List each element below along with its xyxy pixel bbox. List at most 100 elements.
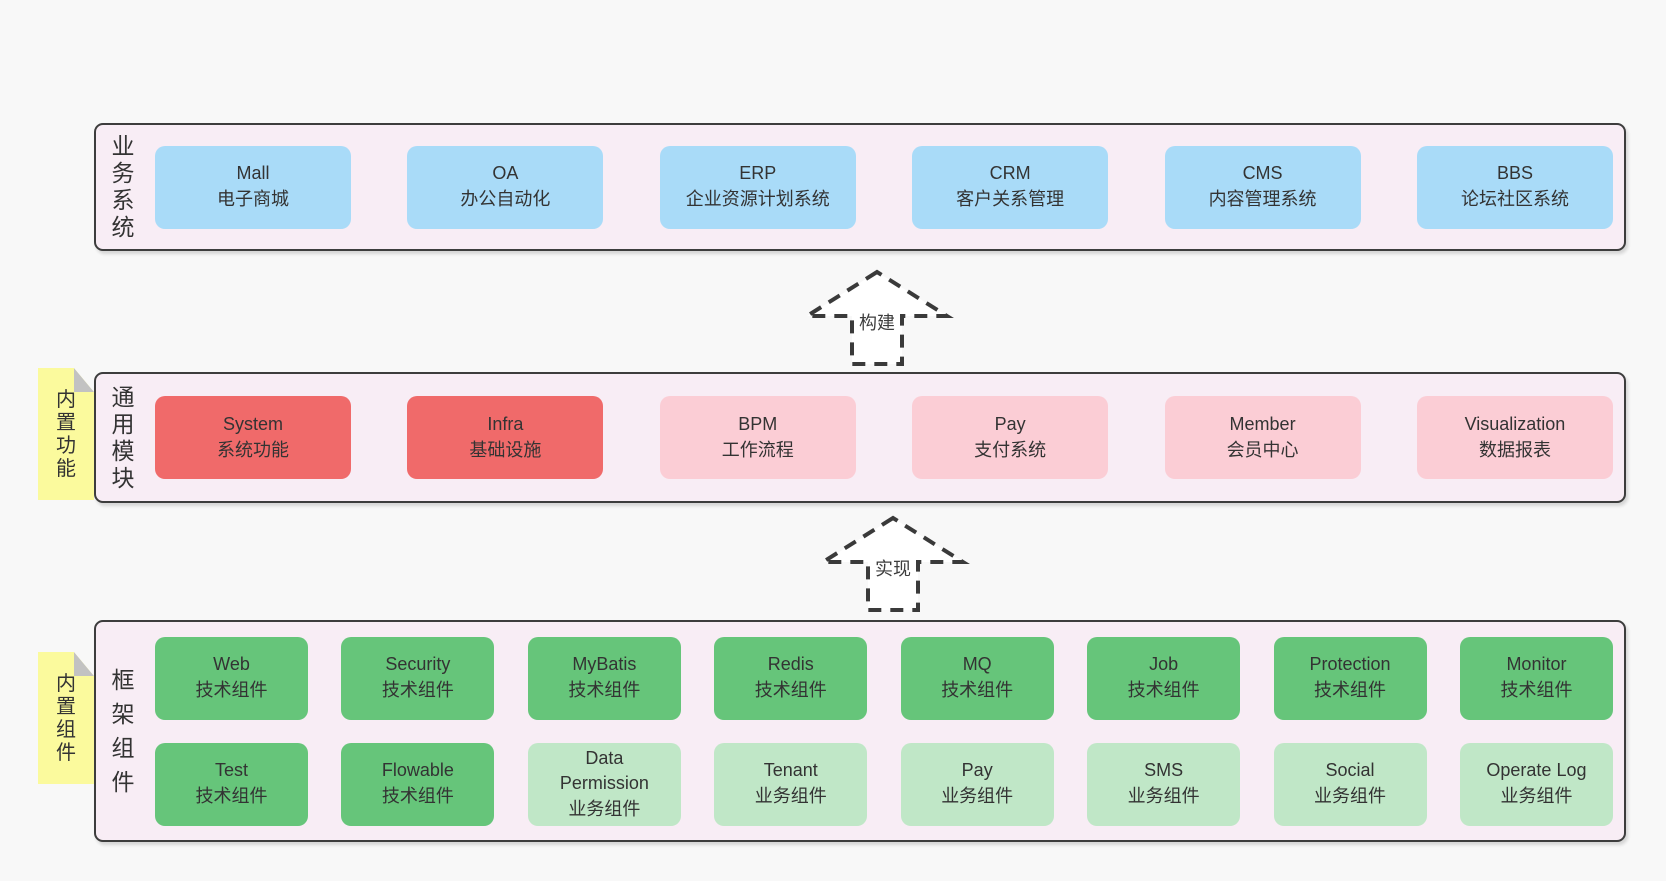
vertical-label-char: 通 (111, 383, 135, 410)
sticky-note-builtin-components: 内置组件 (38, 652, 94, 784)
module-title: BBS (1496, 163, 1533, 184)
module-title: Web (213, 654, 250, 675)
module-subtitle: 技术组件 (568, 680, 641, 700)
module-title: Mall (236, 163, 270, 184)
vertical-label-char: 功 (56, 434, 76, 457)
module-box-system: System 系统功能 (155, 396, 351, 479)
vertical-label-char: 统 (111, 214, 135, 240)
module-title: Infra (487, 413, 524, 434)
module-subtitle: 技术组件 (1314, 680, 1387, 700)
module-subtitle: 业务组件 (1314, 786, 1387, 806)
module-title: Job (1149, 654, 1179, 675)
implement-arrow-label: 实现 (873, 558, 913, 582)
module-box-tenant: Tenant 业务组件 (714, 742, 868, 826)
module-title: Operate Log (1486, 760, 1587, 781)
module-box-visualization: Visualization 数据报表 (1416, 396, 1613, 479)
vertical-label-char: 件 (111, 768, 135, 795)
module-title: System (222, 413, 283, 434)
module-title: MQ (962, 654, 992, 675)
module-subtitle: 技术组件 (195, 786, 268, 806)
module-box-protection: Protection 技术组件 (1273, 636, 1427, 720)
vertical-label-char: 用 (111, 410, 135, 437)
layer-label-common-modules: 通用模块 (104, 374, 142, 501)
module-subtitle: 技术组件 (754, 680, 827, 700)
module-title: Pay (961, 760, 993, 781)
module-subtitle: 客户关系管理 (956, 189, 1065, 209)
module-subtitle: 业务组件 (1500, 786, 1573, 806)
module-box-mall: Mall 电子商城 (155, 145, 351, 229)
module-box-operate-log: Operate Log 业务组件 (1459, 742, 1613, 826)
module-title: OA (492, 163, 519, 184)
module-box-flowable: Flowable 技术组件 (341, 742, 495, 826)
module-title: Visualization (1464, 413, 1566, 434)
module-title: BPM (738, 413, 778, 434)
module-title: MyBatis (572, 654, 637, 675)
vertical-label-char: 架 (111, 700, 135, 727)
vertical-label-char: 置 (56, 411, 76, 434)
module-title: ERP (739, 163, 777, 184)
sticky-note-label: 内置组件 (38, 652, 94, 784)
module-subtitle: 电子商城 (217, 189, 289, 209)
vertical-label-char: 组 (56, 718, 76, 741)
module-title: Security (385, 654, 451, 675)
vertical-label-char: 内 (56, 672, 76, 695)
module-subtitle: 基础设施 (469, 439, 542, 460)
module-box-redis: Redis 技术组件 (714, 636, 868, 720)
module-subtitle: 论坛社区系统 (1460, 189, 1569, 209)
module-title: Test (214, 760, 248, 781)
module-title: Protection (1309, 654, 1391, 675)
vertical-label-char: 置 (56, 695, 76, 718)
module-subtitle: 技术组件 (195, 680, 268, 700)
layer-label-business-systems: 业务系统 (104, 125, 142, 249)
vertical-label-char: 组 (111, 734, 135, 761)
module-title: Redis (767, 654, 814, 675)
module-box-pay: Pay 支付系统 (912, 396, 1109, 479)
module-box-web: Web 技术组件 (155, 636, 308, 720)
vertical-label-char: 能 (56, 457, 76, 480)
vertical-label-char: 务 (111, 160, 135, 186)
sticky-note-label: 内置功能 (38, 368, 94, 500)
vertical-label-char: 模 (111, 437, 135, 464)
build-arrow-label: 构建 (857, 312, 897, 336)
module-title: Data Permission (559, 747, 649, 794)
module-subtitle: 内容管理系统 (1208, 189, 1317, 209)
module-subtitle: 支付系统 (974, 439, 1047, 460)
module-subtitle: 系统功能 (217, 439, 289, 460)
module-subtitle: 数据报表 (1478, 439, 1551, 460)
module-title: Flowable (381, 760, 454, 781)
module-subtitle: 技术组件 (1500, 680, 1573, 700)
module-subtitle: 业务组件 (754, 786, 827, 806)
module-title: Tenant (763, 760, 818, 781)
layer-label-framework-components: 框架组件 (104, 622, 142, 840)
module-title: CRM (989, 163, 1031, 184)
module-title: SMS (1144, 760, 1184, 781)
module-title: Pay (994, 413, 1026, 434)
module-box-test: Test 技术组件 (155, 742, 308, 826)
vertical-label-char: 件 (56, 741, 76, 764)
module-subtitle: 技术组件 (381, 786, 454, 806)
implement-arrow: 实现 (813, 514, 973, 614)
module-title: Member (1229, 413, 1296, 434)
vertical-label-char: 块 (111, 464, 135, 491)
